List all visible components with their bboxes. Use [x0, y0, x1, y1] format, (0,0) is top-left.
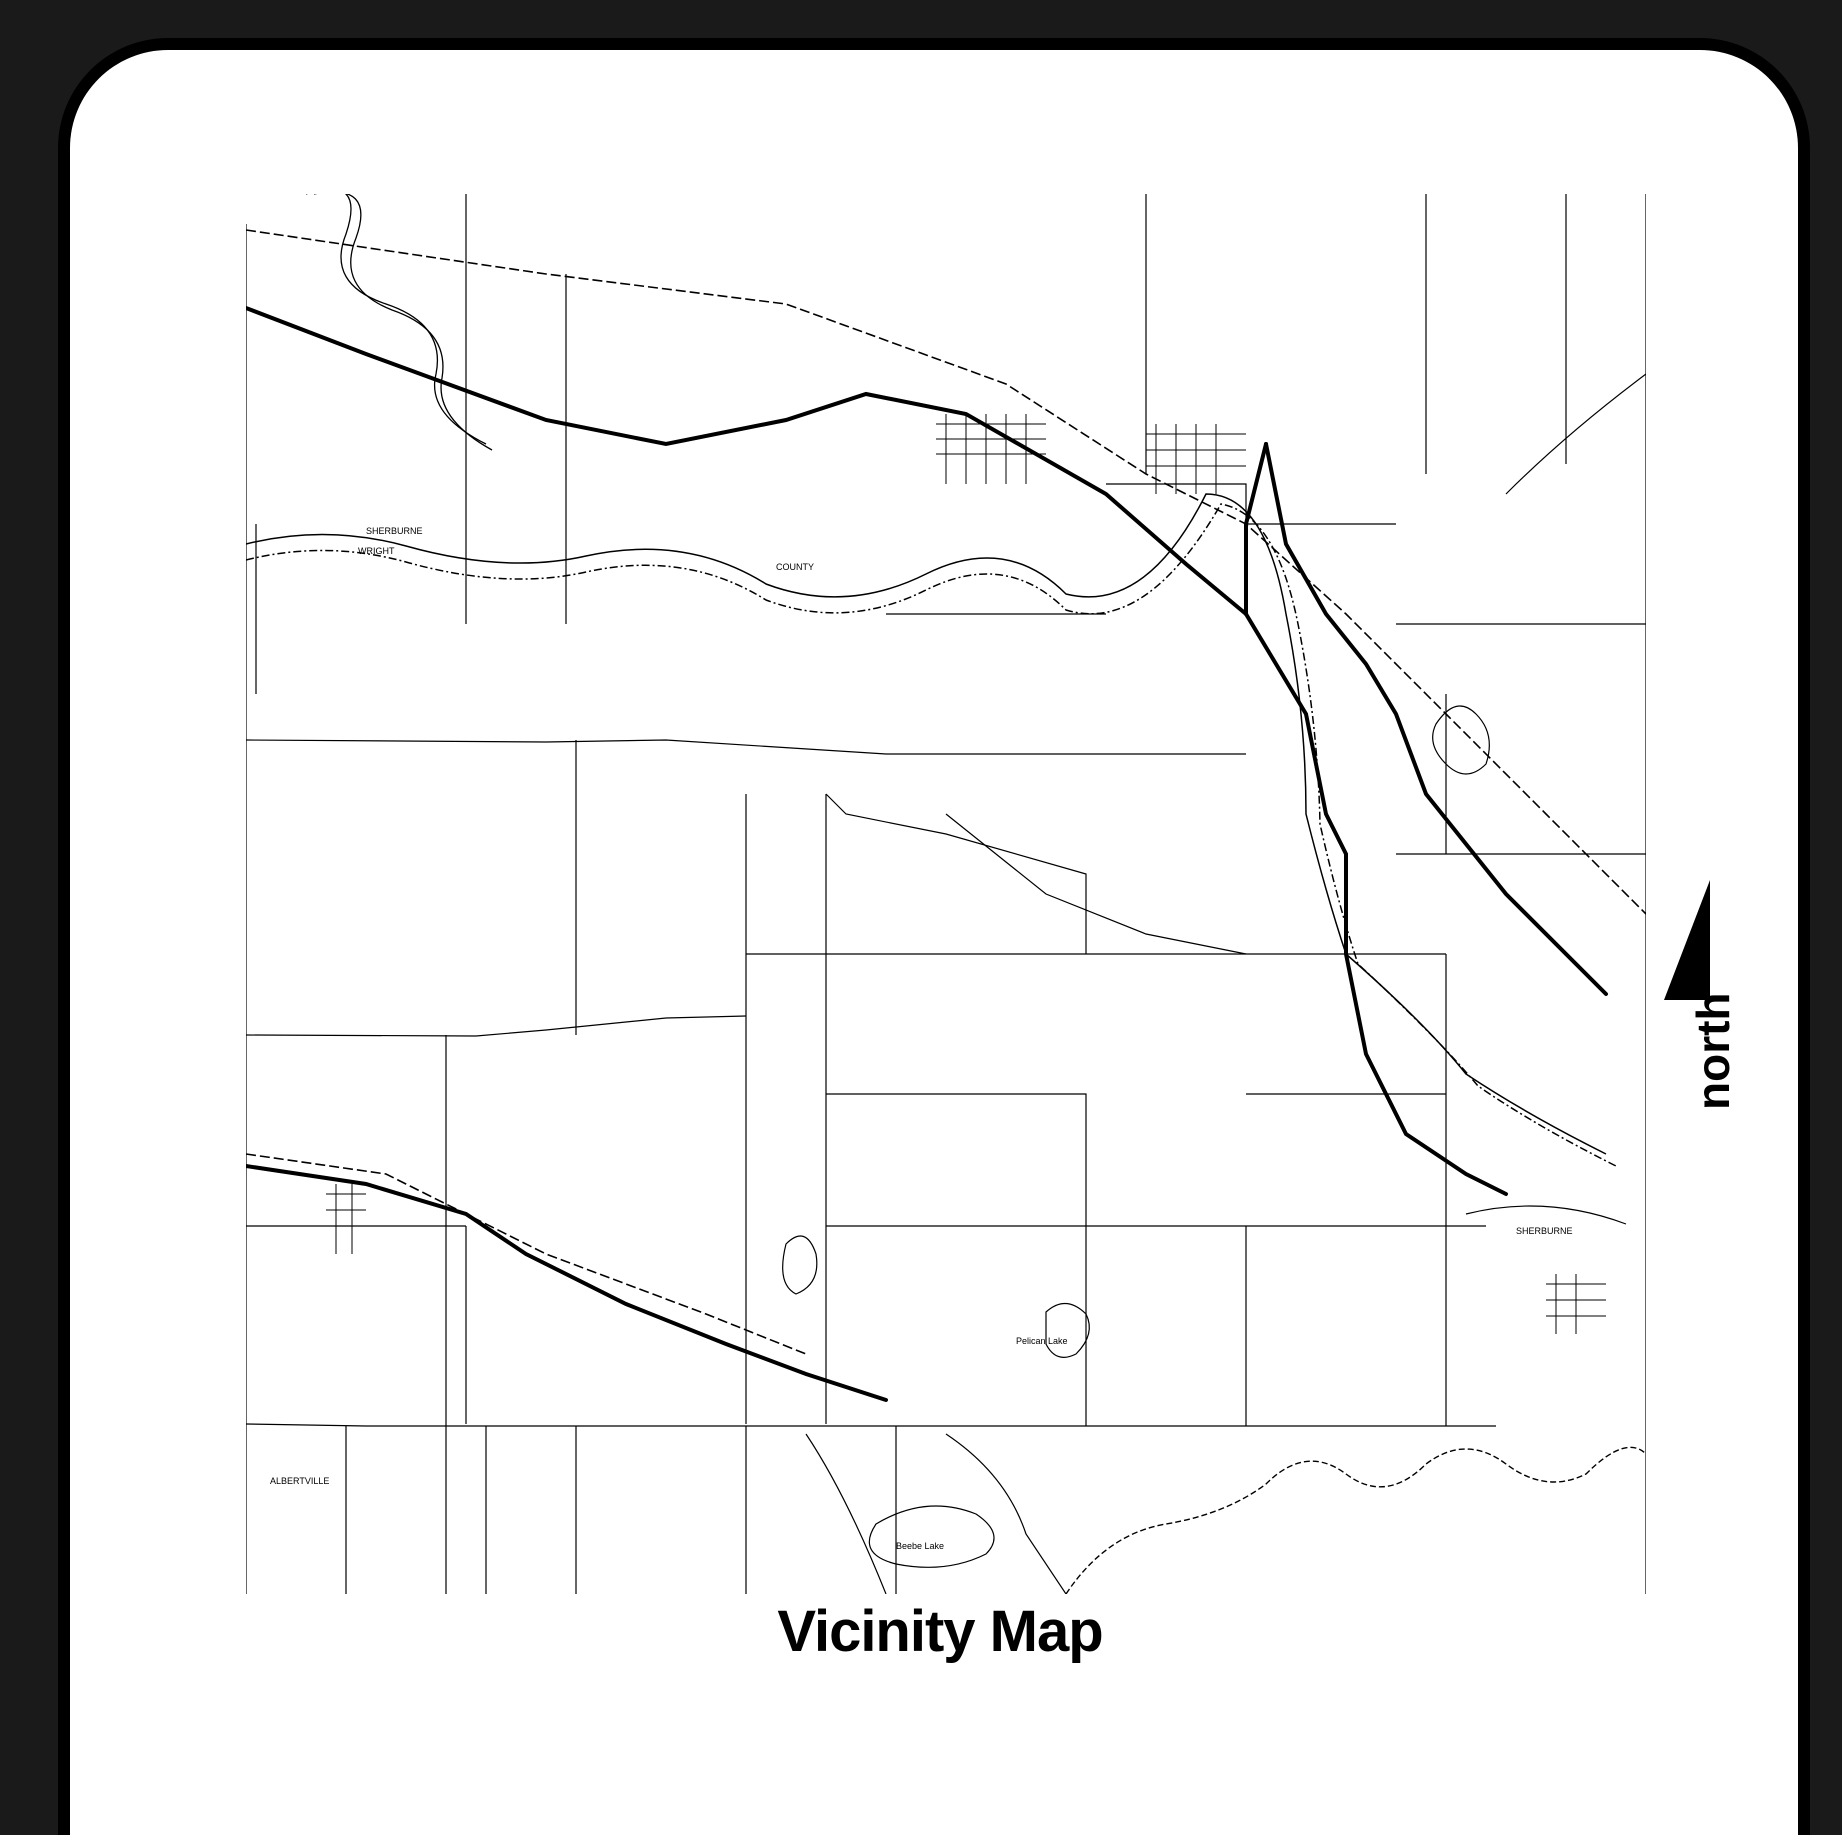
map-title: Vicinity Map	[777, 1599, 1103, 1664]
north-arrow-icon	[1664, 880, 1710, 1000]
label-lake-b: Beebe Lake	[896, 1541, 944, 1551]
label-lake-a: Pelican Lake	[1016, 1336, 1068, 1346]
map-panel	[58, 38, 1810, 1835]
label-sherburne: SHERBURNE	[366, 526, 423, 536]
north-label: north	[1687, 992, 1739, 1110]
label-albertville: ALBERTVILLE	[270, 1476, 329, 1486]
label-sherburne-se: SHERBURNE	[1516, 1226, 1573, 1236]
label-county: COUNTY	[776, 562, 814, 572]
label-wright: WRIGHT	[358, 546, 395, 556]
vicinity-map: SHERBURNE WRIGHT COUNTY SHERBURNE ALBERT…	[246, 194, 1646, 1594]
